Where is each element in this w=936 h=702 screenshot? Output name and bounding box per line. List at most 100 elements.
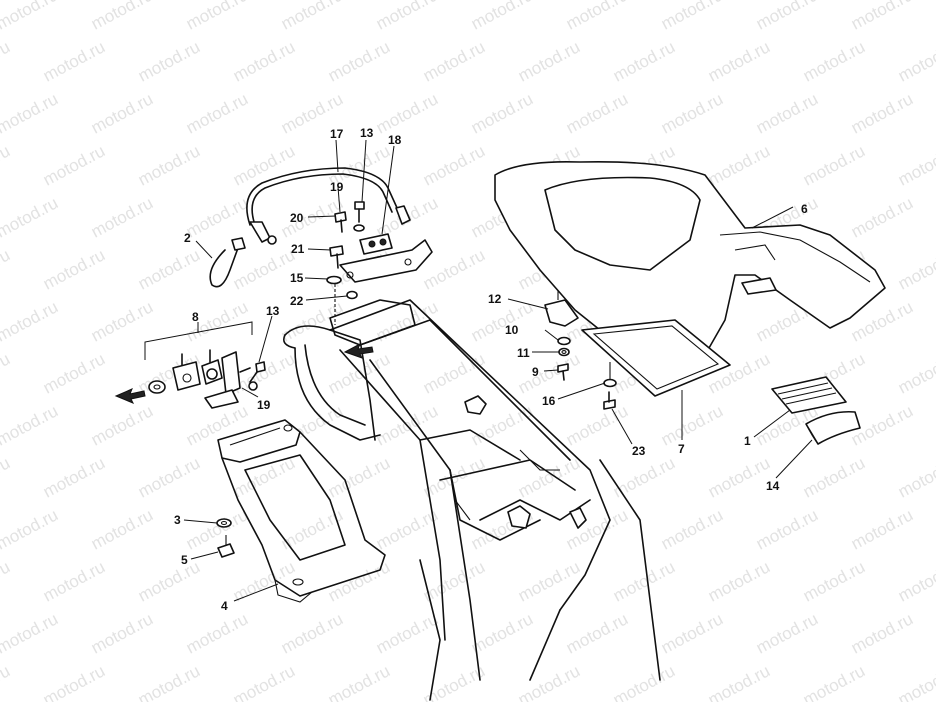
watermark-text: motod.ru: [0, 37, 13, 85]
watermark-text: motod.ru: [658, 401, 726, 449]
watermark-text: motod.ru: [848, 193, 916, 241]
watermark-text: motod.ru: [0, 505, 61, 553]
watermark-text: motod.ru: [895, 37, 936, 85]
callout-labels: 6 7 1 14 23 16 9 11 10 12 17 13 18 19 20…: [174, 126, 808, 613]
watermark-text: motod.ru: [705, 141, 773, 189]
leader-lines: [183, 139, 813, 602]
watermark-text: motod.ru: [88, 297, 156, 345]
watermark-text: motod.ru: [40, 661, 108, 702]
watermark-text: motod.ru: [40, 245, 108, 293]
callout-7: 7: [678, 442, 685, 456]
watermark-text: motod.ru: [895, 557, 936, 605]
watermark-text: motod.ru: [325, 661, 393, 702]
watermark-text: motod.ru: [40, 557, 108, 605]
part-19-washer-top: [353, 224, 365, 232]
watermark-text: motod.ru: [135, 141, 203, 189]
callout-19-side: 19: [257, 398, 271, 412]
part-16-spacer: [603, 362, 617, 388]
watermark-text: motod.ru: [183, 609, 251, 657]
callout-23: 23: [632, 444, 646, 458]
part-21-screw: [329, 245, 344, 269]
part-20-screw: [334, 211, 347, 233]
watermark-text: motod.ru: [230, 349, 298, 397]
part-18-lock-bracket: [339, 233, 433, 283]
part-22-nut: [346, 290, 358, 300]
callout-13-side: 13: [266, 304, 280, 318]
arrow-forward-frame: [343, 342, 374, 359]
watermark-text: motod.ru: [610, 557, 678, 605]
watermark-text: motod.ru: [848, 0, 916, 34]
watermark-text: motod.ru: [135, 245, 203, 293]
watermark-text: motod.ru: [658, 609, 726, 657]
watermark-text: motod.ru: [800, 141, 868, 189]
part-11-nut: [558, 347, 570, 357]
watermark-text: motod.ru: [468, 89, 536, 137]
watermark-text: motod.ru: [895, 349, 936, 397]
watermark-text: motod.ru: [848, 609, 916, 657]
part-7-plate: [581, 319, 731, 397]
watermark-text: motod.ru: [0, 557, 13, 605]
watermark-text: motod.ru: [800, 453, 868, 501]
watermark-text: motod.ru: [278, 609, 346, 657]
watermark-text: motod.ru: [88, 401, 156, 449]
watermark-text: motod.ru: [468, 609, 536, 657]
watermark-text: motod.ru: [183, 0, 251, 34]
callout-2: 2: [184, 231, 191, 245]
watermark-text: motod.ru: [0, 401, 61, 449]
watermark-text: motod.ru: [753, 505, 821, 553]
callout-15: 15: [290, 271, 304, 285]
part-6-seat: [494, 160, 886, 373]
watermark-text: motod.ru: [420, 349, 488, 397]
watermark-text: motod.ru: [610, 453, 678, 501]
callout-5: 5: [181, 553, 188, 567]
watermark-text: motod.ru: [658, 0, 726, 34]
watermark-text: motod.ru: [0, 453, 13, 501]
watermark-text: motod.ru: [895, 141, 936, 189]
watermark-text: motod.ru: [848, 89, 916, 137]
watermark-text: motod.ru: [0, 349, 13, 397]
watermark-text: motod.ru: [515, 661, 583, 702]
watermark-text: motod.ru: [0, 661, 13, 702]
watermark-text: motod.ru: [88, 193, 156, 241]
watermark-text: motod.ru: [515, 37, 583, 85]
watermark-text: motod.ru: [230, 245, 298, 293]
arrow-forward-lock: [114, 388, 146, 404]
watermark-text: motod.ru: [563, 89, 631, 137]
watermark-text: motod.ru: [0, 297, 61, 345]
watermark-text: motod.ru: [563, 0, 631, 34]
callout-1: 1: [744, 434, 751, 448]
watermark-text: motod.ru: [40, 37, 108, 85]
part-1-pad: [771, 376, 847, 414]
watermark-text: motod.ru: [0, 89, 61, 137]
callout-10: 10: [505, 323, 519, 337]
watermark-text: motod.ru: [40, 453, 108, 501]
watermark-text: motod.ru: [705, 453, 773, 501]
watermark-text: motod.ru: [373, 609, 441, 657]
callout-12: 12: [488, 292, 502, 306]
part-4-undertray: [217, 419, 386, 603]
part-3-washer: [216, 518, 232, 528]
watermark-text: motod.ru: [278, 0, 346, 34]
callout-20: 20: [290, 211, 304, 225]
watermark-text: motod.ru: [88, 89, 156, 137]
watermark-text: motod.ru: [753, 609, 821, 657]
part-15-washer: [326, 275, 342, 285]
watermark-text: motod.ru: [705, 37, 773, 85]
watermark-text: motod.ru: [373, 505, 441, 553]
watermark-text: motod.ru: [278, 297, 346, 345]
callout-18: 18: [388, 133, 402, 147]
callout-19-top: 19: [330, 180, 344, 194]
part-8-lock-assembly: [144, 321, 258, 409]
watermark-text: motod.ru: [325, 37, 393, 85]
watermark-text: motod.ru: [658, 505, 726, 553]
callout-14: 14: [766, 479, 780, 493]
watermark-text: motod.ru: [40, 349, 108, 397]
watermark-text: motod.ru: [515, 557, 583, 605]
watermark-text: motod.ru: [800, 661, 868, 702]
watermark-text: motod.ru: [753, 89, 821, 137]
part-12-bracket: [544, 290, 579, 327]
part-10-washer: [557, 336, 571, 346]
watermark-text: motod.ru: [0, 193, 61, 241]
